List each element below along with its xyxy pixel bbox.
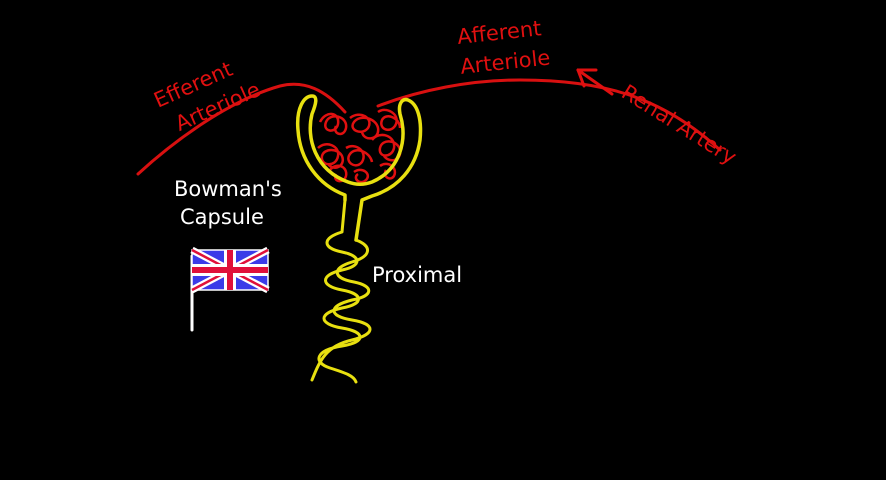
efferent-arteriole-vessel xyxy=(136,82,347,176)
glomerulus xyxy=(317,108,402,184)
bowmans-capsule-label: Bowman's Capsule xyxy=(174,177,282,229)
afferent-arteriole-vessel xyxy=(376,78,722,152)
bowmans-capsule-outline xyxy=(295,94,423,242)
union-jack-flag-icon xyxy=(190,246,270,332)
bowmans-label-line1: Bowman's xyxy=(174,177,282,201)
proximal-tubule xyxy=(310,198,372,384)
bowmans-label-line2: Capsule xyxy=(180,205,264,229)
left-arrow-icon xyxy=(576,68,614,96)
proximal-label: Proximal xyxy=(372,263,462,287)
